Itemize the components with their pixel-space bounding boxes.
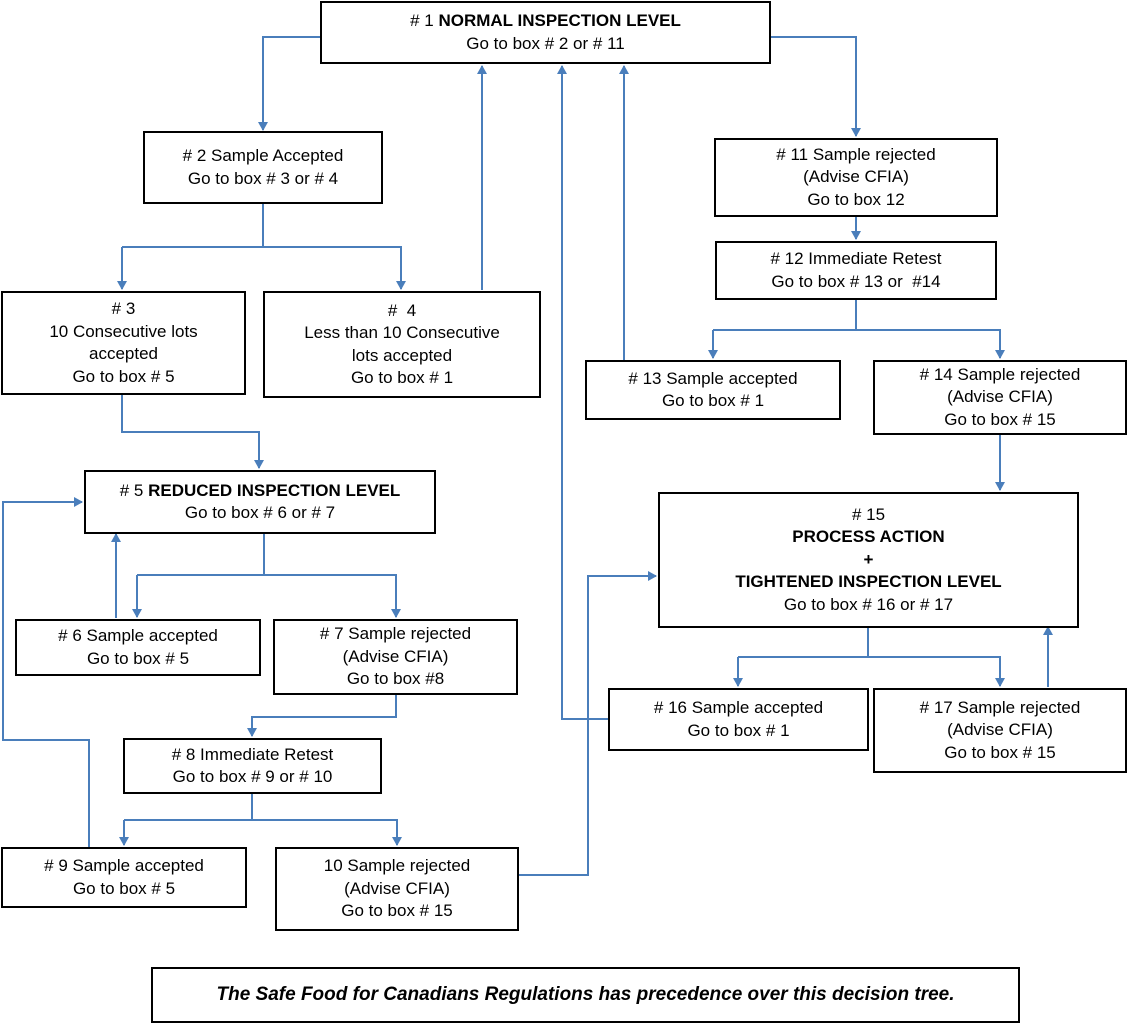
box-13-line-2: Go to box # 1 [661,391,765,410]
box-11-line-1: # 11 Sample rejected [776,144,936,164]
arrow-15-to-17 [868,656,1005,687]
box-7-sample-rejected: # 7 Sample rejected (Advise CFIA) Go to … [273,619,518,695]
box-1-title: NORMAL INSPECTION LEVEL [438,11,681,30]
box-6-line-1: # 6 Sample accepted [58,626,218,645]
box-12-immediate-retest: # 12 Immediate Retest Go to box # 13 or … [715,241,997,300]
box-4-line-4: Go to box # 1 [350,368,454,387]
box-12-line-1: # 12 Immediate Retest [770,249,942,268]
box-12-line-2: Go to box # 13 or #14 [771,271,941,291]
box-3-consecutive-lots: # 3 10 Consecutive lots accepted Go to b… [1,291,246,395]
box-8-line-2: Go to box # 9 or # 10 [172,767,333,786]
box-11-line-3: Go to box 12 [807,189,905,209]
box-10-line-3: Go to box # 15 [341,901,453,921]
arrow-5-split [137,534,265,576]
box-10-line-2: (Advise CFIA) [344,878,450,898]
footer-note: The Safe Food for Canadians Regulations … [151,967,1020,1023]
arrow-12-to-14 [856,329,1005,359]
footer-note-text: The Safe Food for Canadians Regulations … [216,984,955,1005]
box-5-number: # 5 [119,480,144,500]
box-4-line-2: Less than 10 Consecutive [304,323,500,342]
box-8-immediate-retest: # 8 Immediate Retest Go to box # 9 or # … [123,738,382,794]
arrow-2-split [122,204,264,248]
box-5-title: REDUCED INSPECTION LEVEL [148,480,401,500]
arrow-9-to-5 [2,497,90,847]
box-15-process-action: # 15 PROCESS ACTION + TIGHTENED INSPECTI… [658,492,1079,628]
arrow-3-to-5 [121,395,264,469]
box-17-sample-rejected: # 17 Sample rejected (Advise CFIA) Go to… [873,688,1127,773]
box-3-line-3: accepted [89,344,158,363]
box-1-normal-inspection: # 1 NORMAL INSPECTION LEVEL Go to box # … [320,1,771,64]
box-16-line-2: Go to box # 1 [687,720,790,740]
box-15-plus: + [863,549,874,569]
box-6-line-2: Go to box # 5 [86,648,190,668]
box-4-line-1: # 4 [387,300,417,320]
box-7-line-2: (Advise CFIA) [342,646,449,666]
box-10-line-1: 10 Sample rejected [323,856,471,876]
box-16-line-1: # 16 Sample accepted [653,698,824,717]
box-10-sample-rejected: 10 Sample rejected (Advise CFIA) Go to b… [275,847,519,931]
box-1-action: Go to box # 2 or # 11 [466,33,625,53]
box-13-line-1: # 13 Sample accepted [628,368,798,388]
box-13-sample-accepted: # 13 Sample accepted Go to box # 1 [585,360,841,420]
box-2-sample-accepted: # 2 Sample Accepted Go to box # 3 or # 4 [143,131,383,204]
box-2-line-1: # 2 Sample Accepted [182,146,344,165]
arrow-1-to-11 [770,36,861,137]
box-11-line-2: (Advise CFIA) [803,167,909,187]
box-17-line-3: Go to box # 15 [944,742,1056,762]
box-3-line-2: 10 Consecutive lots [49,321,198,341]
box-14-sample-rejected: # 14 Sample rejected (Advise CFIA) Go to… [873,360,1127,435]
box-9-line-2: Go to box # 5 [72,878,176,898]
box-3-line-4: Go to box # 5 [72,366,175,386]
box-9-sample-accepted: # 9 Sample accepted Go to box # 5 [1,847,247,908]
box-8-line-1: # 8 Immediate Retest [171,744,334,764]
box-15-title: PROCESS ACTION [792,527,945,547]
box-14-line-3: Go to box # 15 [944,409,1056,429]
arrow-15-split [738,627,869,658]
box-1-number: # 1 [410,11,434,30]
box-17-line-1: # 17 Sample rejected [919,697,1081,717]
box-4-less-than-10: # 4 Less than 10 Consecutive lots accept… [263,291,541,398]
box-5-reduced-inspection: # 5 REDUCED INSPECTION LEVEL Go to box #… [84,470,436,534]
box-16-sample-accepted: # 16 Sample accepted Go to box # 1 [608,688,869,751]
box-9-line-1: # 9 Sample accepted [44,856,204,875]
arrow-2-to-4 [263,246,406,290]
box-17-line-2: (Advise CFIA) [947,720,1053,740]
arrow-12-split [713,300,857,331]
box-14-line-1: # 14 Sample rejected [919,364,1081,384]
arrow-8-to-10 [252,819,402,846]
box-2-line-2: Go to box # 3 or # 4 [187,168,339,188]
box-14-line-2: (Advise CFIA) [947,387,1053,407]
box-7-line-3: Go to box #8 [346,669,445,689]
box-15-number: # 15 [851,504,886,524]
box-5-action: Go to box # 6 or # 7 [184,503,336,522]
box-6-sample-accepted: # 6 Sample accepted Go to box # 5 [15,619,261,676]
arrow-7-to-8 [247,695,397,737]
box-15-subtitle: TIGHTENED INSPECTION LEVEL [735,572,1002,592]
arrow-10-to-15 [518,571,657,876]
box-11-sample-rejected: # 11 Sample rejected (Advise CFIA) Go to… [714,138,998,217]
arrow-1-to-2 [258,36,321,131]
box-15-action: Go to box # 16 or # 17 [783,594,954,614]
arrow-5-to-7 [264,574,401,618]
arrow-8-split [124,794,253,821]
box-4-line-3: lots accepted [351,345,453,365]
arrow-16-to-1 [557,65,609,720]
box-7-line-1: # 7 Sample rejected [319,624,472,644]
box-3-line-1: # 3 [111,299,136,318]
